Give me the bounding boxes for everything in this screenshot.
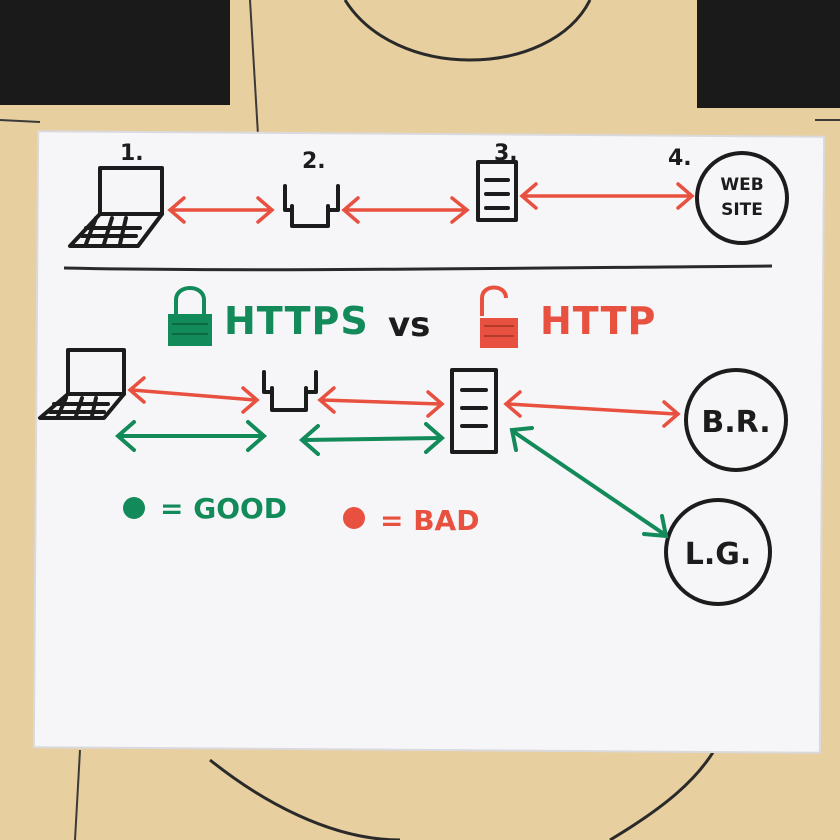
http-path-arrows — [127, 376, 681, 428]
bad-site-label: B.R. — [701, 405, 770, 440]
top-diagram: 1. 2. 3. 4. — [68, 141, 789, 248]
vs-label: vs — [388, 305, 430, 345]
router-icon — [262, 370, 318, 412]
divider-line — [63, 264, 773, 272]
step-label-4: 4. — [668, 146, 692, 171]
server-icon — [450, 368, 498, 454]
bad-legend-label: = BAD — [380, 504, 479, 537]
top-connection-arrows — [167, 182, 695, 224]
step-label-3: 3. — [494, 141, 518, 166]
bad-dot-icon — [343, 507, 365, 529]
green-arrow-laptop-router — [114, 420, 268, 452]
bad-site-circle — [684, 368, 788, 472]
http-label: HTTP — [540, 299, 656, 343]
good-site-label: L.G. — [685, 537, 752, 572]
arrow-router-server — [341, 196, 470, 224]
router-icon — [283, 184, 340, 228]
lock-open-icon — [480, 285, 518, 348]
bottom-diagram — [38, 348, 788, 606]
website-label-line2: SITE — [721, 200, 763, 220]
step-label-2: 2. — [302, 149, 326, 174]
arrow-laptop-router — [167, 196, 275, 224]
website-circle — [695, 151, 789, 245]
good-dot-icon — [123, 497, 145, 519]
paper-sheet — [32, 130, 826, 754]
red-arrow-router-server — [317, 386, 445, 418]
lock-closed-icon — [168, 286, 212, 346]
green-arrow-router-server — [298, 422, 446, 456]
good-site-circle — [664, 498, 772, 606]
red-arrow-laptop-router — [127, 376, 260, 414]
step-label-1: 1. — [120, 141, 144, 166]
legend: = GOOD = BAD — [123, 492, 479, 537]
laptop-icon — [38, 348, 126, 420]
red-arrow-server-bad-site — [503, 390, 681, 428]
arrow-server-website — [519, 182, 695, 210]
green-arrow-server-good-site — [509, 426, 669, 539]
server-icon — [476, 160, 518, 222]
good-legend-label: = GOOD — [160, 492, 287, 525]
laptop-icon — [68, 166, 164, 248]
https-path-arrows — [114, 420, 669, 539]
https-label: HTTPS — [224, 299, 369, 343]
website-label-line1: WEB — [720, 175, 763, 195]
